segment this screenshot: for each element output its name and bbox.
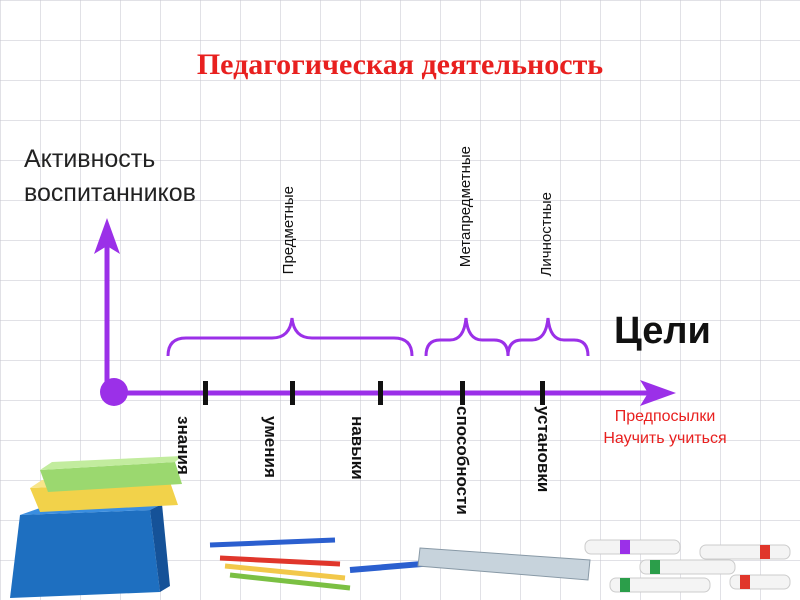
item-attitudes: установки: [532, 406, 554, 492]
brace-subject: [168, 318, 412, 356]
x-axis-label: Цели: [614, 310, 711, 353]
item-knowledge: знания: [172, 416, 194, 466]
tick-abilities: [460, 381, 465, 405]
brace-personal: [508, 318, 588, 356]
category-metasubject: Метапредметные: [457, 146, 474, 267]
prerequisites-line1: Предпосылки: [580, 406, 750, 428]
brace-metasubject: [426, 318, 508, 356]
tick-skills: [290, 381, 295, 405]
origin-point: [100, 378, 128, 406]
markers-illustration: [585, 540, 790, 592]
books-illustration: [10, 456, 182, 598]
category-subject: Предметные: [280, 186, 297, 274]
tick-attitudes: [540, 381, 545, 405]
item-habits: навыки: [346, 416, 368, 466]
prerequisites-line2: Научить учиться: [580, 428, 750, 450]
ruler-illustration: [418, 548, 590, 580]
item-skills: умения: [259, 416, 281, 466]
category-personal: Личностные: [538, 192, 555, 276]
prerequisites: Предпосылки Научить учиться: [580, 406, 750, 450]
tick-knowledge: [203, 381, 208, 405]
item-abilities: способности: [451, 406, 473, 515]
tick-habits: [378, 381, 383, 405]
